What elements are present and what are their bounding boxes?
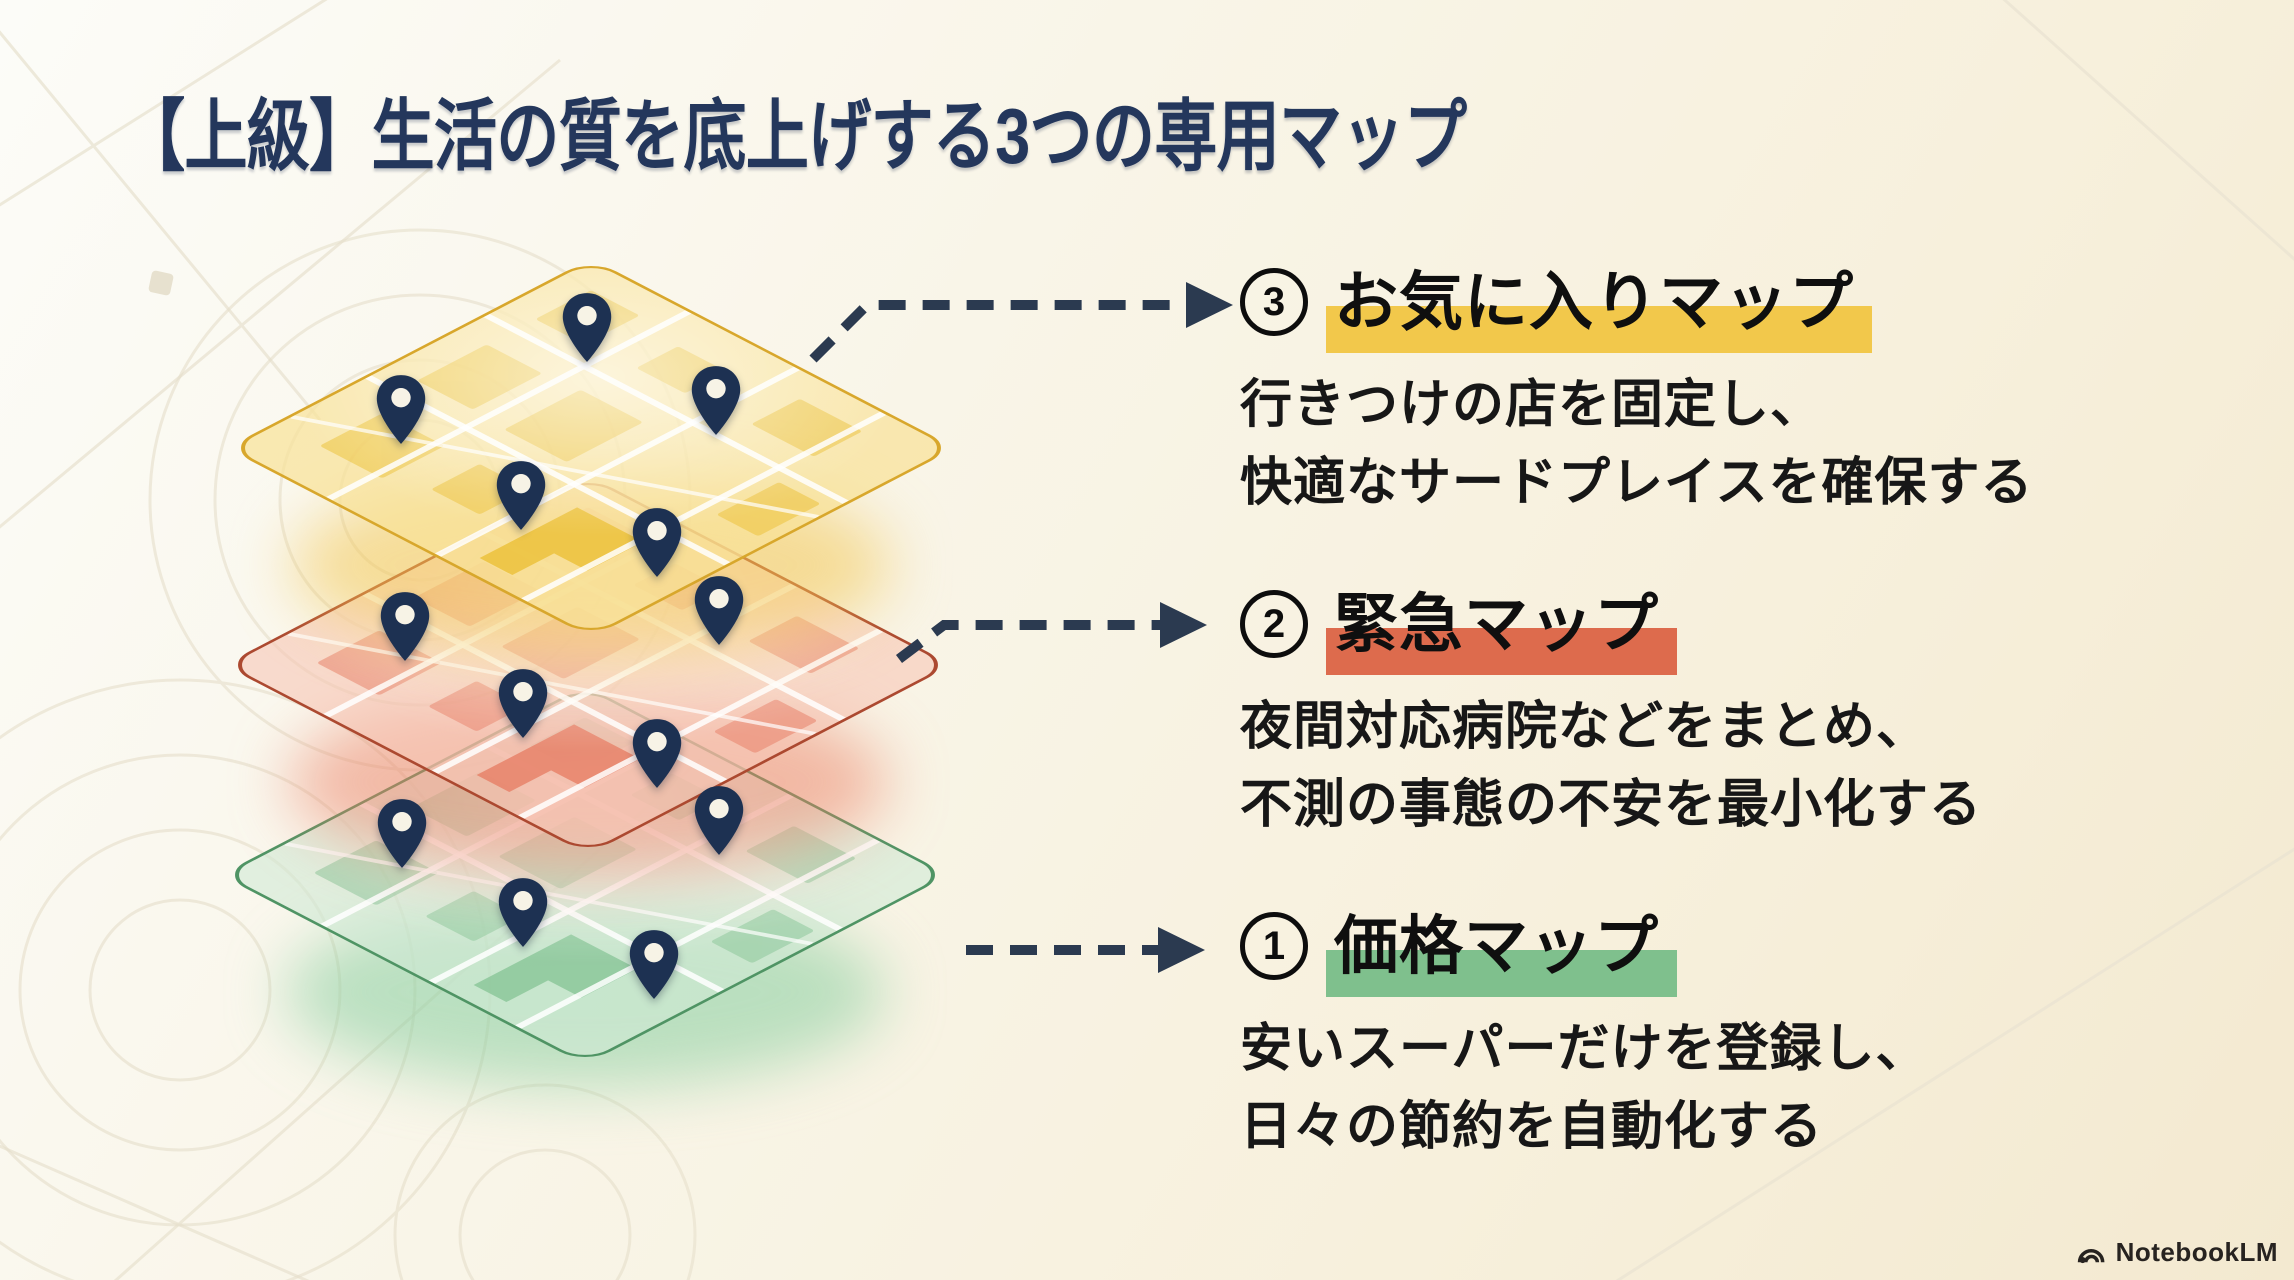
circled-number-1: 1	[1240, 912, 1308, 980]
favorites-heading-row: 3 お気に入りマップ	[1240, 251, 2033, 353]
favorites-desc-line2: 快適なサードプレイスを確保する	[1240, 454, 2034, 512]
section-emergency-map: 2 緊急マップ 夜間対応病院などをまとめ、 不測の事態の不安を最小化する	[1240, 573, 1982, 844]
favorites-description: 行きつけの店を固定し、 快適なサードプレイスを確保する	[1240, 366, 2033, 522]
circled-number-2: 2	[1240, 590, 1308, 658]
circled-number-3: 3	[1240, 268, 1308, 336]
page-title-text: 【上級】生活の質を底上げする3つの専用マップ	[122, 92, 1467, 180]
price-desc-line1: 安いスーパーだけを登録し、	[1240, 1020, 1929, 1078]
page-title: 【上級】生活の質を底上げする3つの専用マップ	[122, 74, 1781, 186]
notebooklm-logo-icon	[2077, 1249, 2105, 1264]
emergency-desc-line1: 夜間対応病院などをまとめ、	[1240, 698, 1930, 756]
price-description: 安いスーパーだけを登録し、 日々の節約を自動化する	[1240, 1010, 1928, 1166]
footer-brand: NotebookLM	[2076, 1237, 2278, 1268]
emergency-heading-row: 2 緊急マップ	[1240, 573, 1982, 675]
favorites-desc-line1: 行きつけの店を固定し、	[1240, 376, 1824, 434]
notebooklm-logo-text: NotebookLM	[2115, 1237, 2278, 1267]
price-desc-line2: 日々の節約を自動化する	[1240, 1098, 1824, 1156]
section-favorites-map: 3 お気に入りマップ 行きつけの店を固定し、 快適なサードプレイスを確保する	[1240, 251, 2033, 522]
emergency-desc-line2: 不測の事態の不安を最小化する	[1240, 776, 1983, 834]
price-heading-row: 1 価格マップ	[1240, 895, 1928, 997]
section-price-map: 1 価格マップ 安いスーパーだけを登録し、 日々の節約を自動化する	[1240, 895, 1928, 1166]
emergency-heading: 緊急マップ	[1326, 573, 1677, 675]
price-heading: 価格マップ	[1326, 895, 1677, 997]
favorites-heading: お気に入りマップ	[1326, 251, 1872, 353]
emergency-description: 夜間対応病院などをまとめ、 不測の事態の不安を最小化する	[1240, 688, 1982, 844]
